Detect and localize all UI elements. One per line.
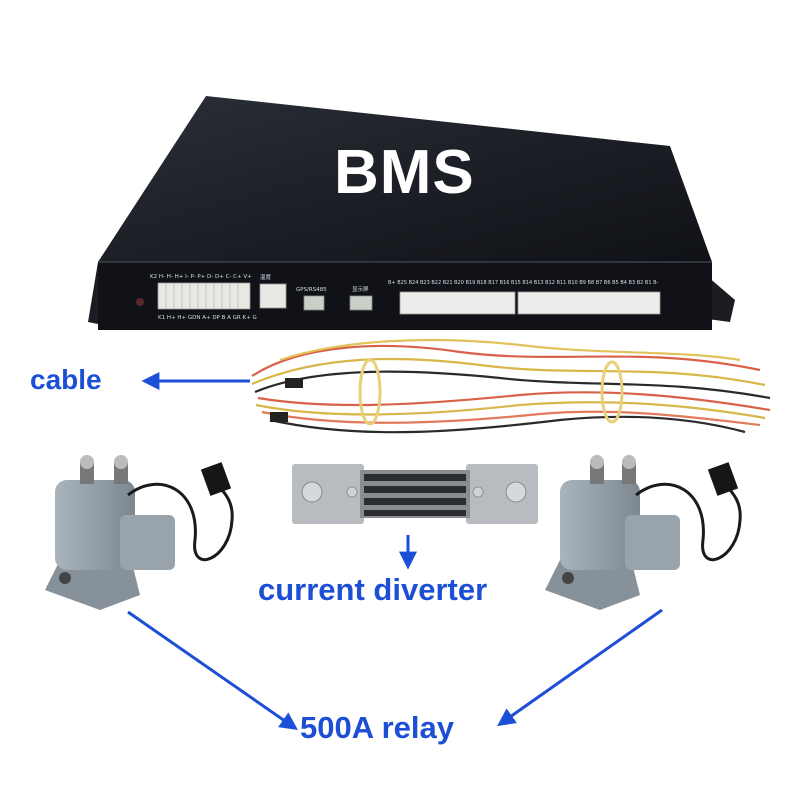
status-led bbox=[136, 298, 144, 306]
arrow-left-relay bbox=[127, 610, 298, 731]
cable-bundle bbox=[251, 338, 771, 434]
bms-title: BMS bbox=[334, 138, 475, 207]
cable-plug bbox=[285, 378, 303, 388]
relay-right bbox=[545, 455, 742, 610]
annotation-arrows bbox=[127, 372, 663, 731]
panel-label-left-row: K2 H- H- H+ I- P- P+ D- D+ C- C+ V+ bbox=[150, 274, 252, 280]
panel-label-display: 显示屏 bbox=[352, 287, 369, 293]
cable-label: cable bbox=[30, 364, 102, 395]
connector-display bbox=[349, 295, 373, 311]
connector-balance-a bbox=[399, 291, 516, 315]
panel-label-bottom-row: K1 H+ H+ GDN A+ DP B A GR K+ G bbox=[158, 315, 257, 321]
relay-left bbox=[45, 455, 234, 610]
connector-gps bbox=[303, 295, 325, 311]
connector-main bbox=[157, 282, 251, 310]
cable-plug bbox=[270, 412, 288, 422]
current-shunt bbox=[292, 464, 538, 524]
connector-balance-b bbox=[517, 291, 661, 315]
current-diverter-label: current diverter bbox=[258, 572, 488, 607]
arrow-right-relay bbox=[497, 608, 663, 727]
connector-temp bbox=[259, 283, 287, 309]
bms-top-face bbox=[98, 96, 712, 262]
panel-label-balance-row: B+ B25 B24 B23 B22 B21 B20 B19 B18 B17 B… bbox=[388, 280, 659, 286]
panel-label-temp: 温度 bbox=[260, 275, 272, 281]
bms-unit bbox=[88, 96, 735, 330]
panel-label-gps: GPS/RS485 bbox=[296, 287, 327, 293]
relay-label: 500A relay bbox=[300, 710, 454, 745]
